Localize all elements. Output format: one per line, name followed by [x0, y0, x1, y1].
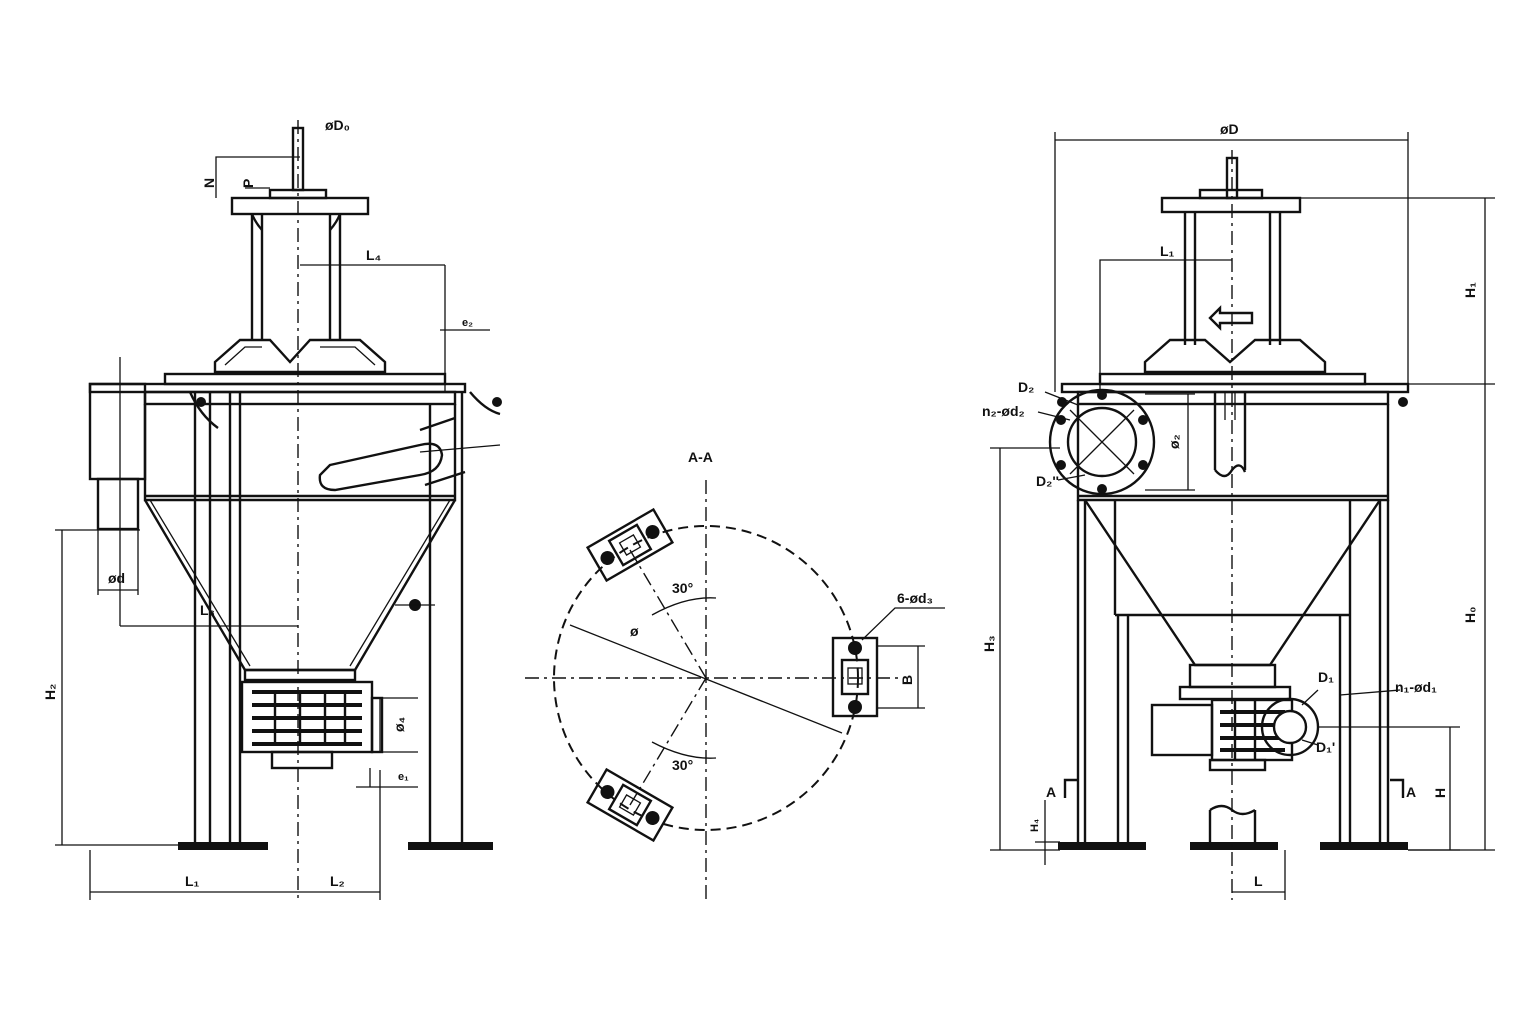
- dim-h0: H₀: [1462, 607, 1478, 623]
- angle-top: 30°: [672, 580, 693, 596]
- dim-l1-right: L₁: [1160, 243, 1175, 259]
- dim-l2: L₂: [330, 873, 345, 889]
- dim-l: L: [1254, 873, 1263, 889]
- left-front-view: øD₀ N P L₄ e₂ ød L₃ H₂ ø₄ e₁ L₁ L₂: [42, 117, 502, 900]
- label-d1p: D₁': [1316, 739, 1335, 755]
- label-d1: D₁: [1318, 669, 1334, 685]
- label-n2-d2: n₂-ød₂: [982, 403, 1025, 419]
- dim-h3: H₃: [981, 635, 997, 652]
- dim-h: H: [1432, 788, 1448, 798]
- dim-phi-d4: ø₄: [391, 717, 407, 732]
- label-a-left: A: [1046, 784, 1056, 800]
- diameter-label: ø: [630, 623, 639, 639]
- dim-l4: L₄: [366, 247, 381, 263]
- label-n1-d1: n₁-ød₁: [1395, 679, 1437, 695]
- dim-phi-d2: ø₂: [1166, 434, 1182, 449]
- dim-h2: H₂: [42, 684, 58, 700]
- label-a-right: A: [1406, 784, 1416, 800]
- section-a-a: A-A 30° 30° ø: [525, 449, 945, 900]
- dim-p: P: [240, 179, 256, 188]
- dim-e2: e₂: [462, 317, 473, 329]
- dim-h4: H₄: [1029, 819, 1041, 832]
- dim-phi-d0: øD₀: [325, 117, 350, 133]
- section-title: A-A: [688, 449, 713, 465]
- dim-l1: L₁: [185, 873, 200, 889]
- dim-phi-d: ød: [108, 570, 125, 586]
- label-d2: D₂: [1018, 379, 1034, 395]
- dim-l3: L₃: [200, 602, 215, 618]
- dim-phi-d-top: øD: [1220, 121, 1239, 137]
- dim-h1: H₁: [1462, 282, 1478, 298]
- label-d2p: D₂'': [1036, 473, 1059, 489]
- dim-e1: e₁: [398, 771, 409, 783]
- angle-bottom: 30°: [672, 757, 693, 773]
- dim-n: N: [201, 178, 217, 188]
- right-side-view: øD L₁ H₁ H₀ H₃ D₂ n₂-ød₂ D₂'' ø₂ D₁ n₁-ø…: [981, 121, 1495, 900]
- holes-label: 6-ød₃: [897, 590, 933, 606]
- dim-b: B: [899, 675, 915, 685]
